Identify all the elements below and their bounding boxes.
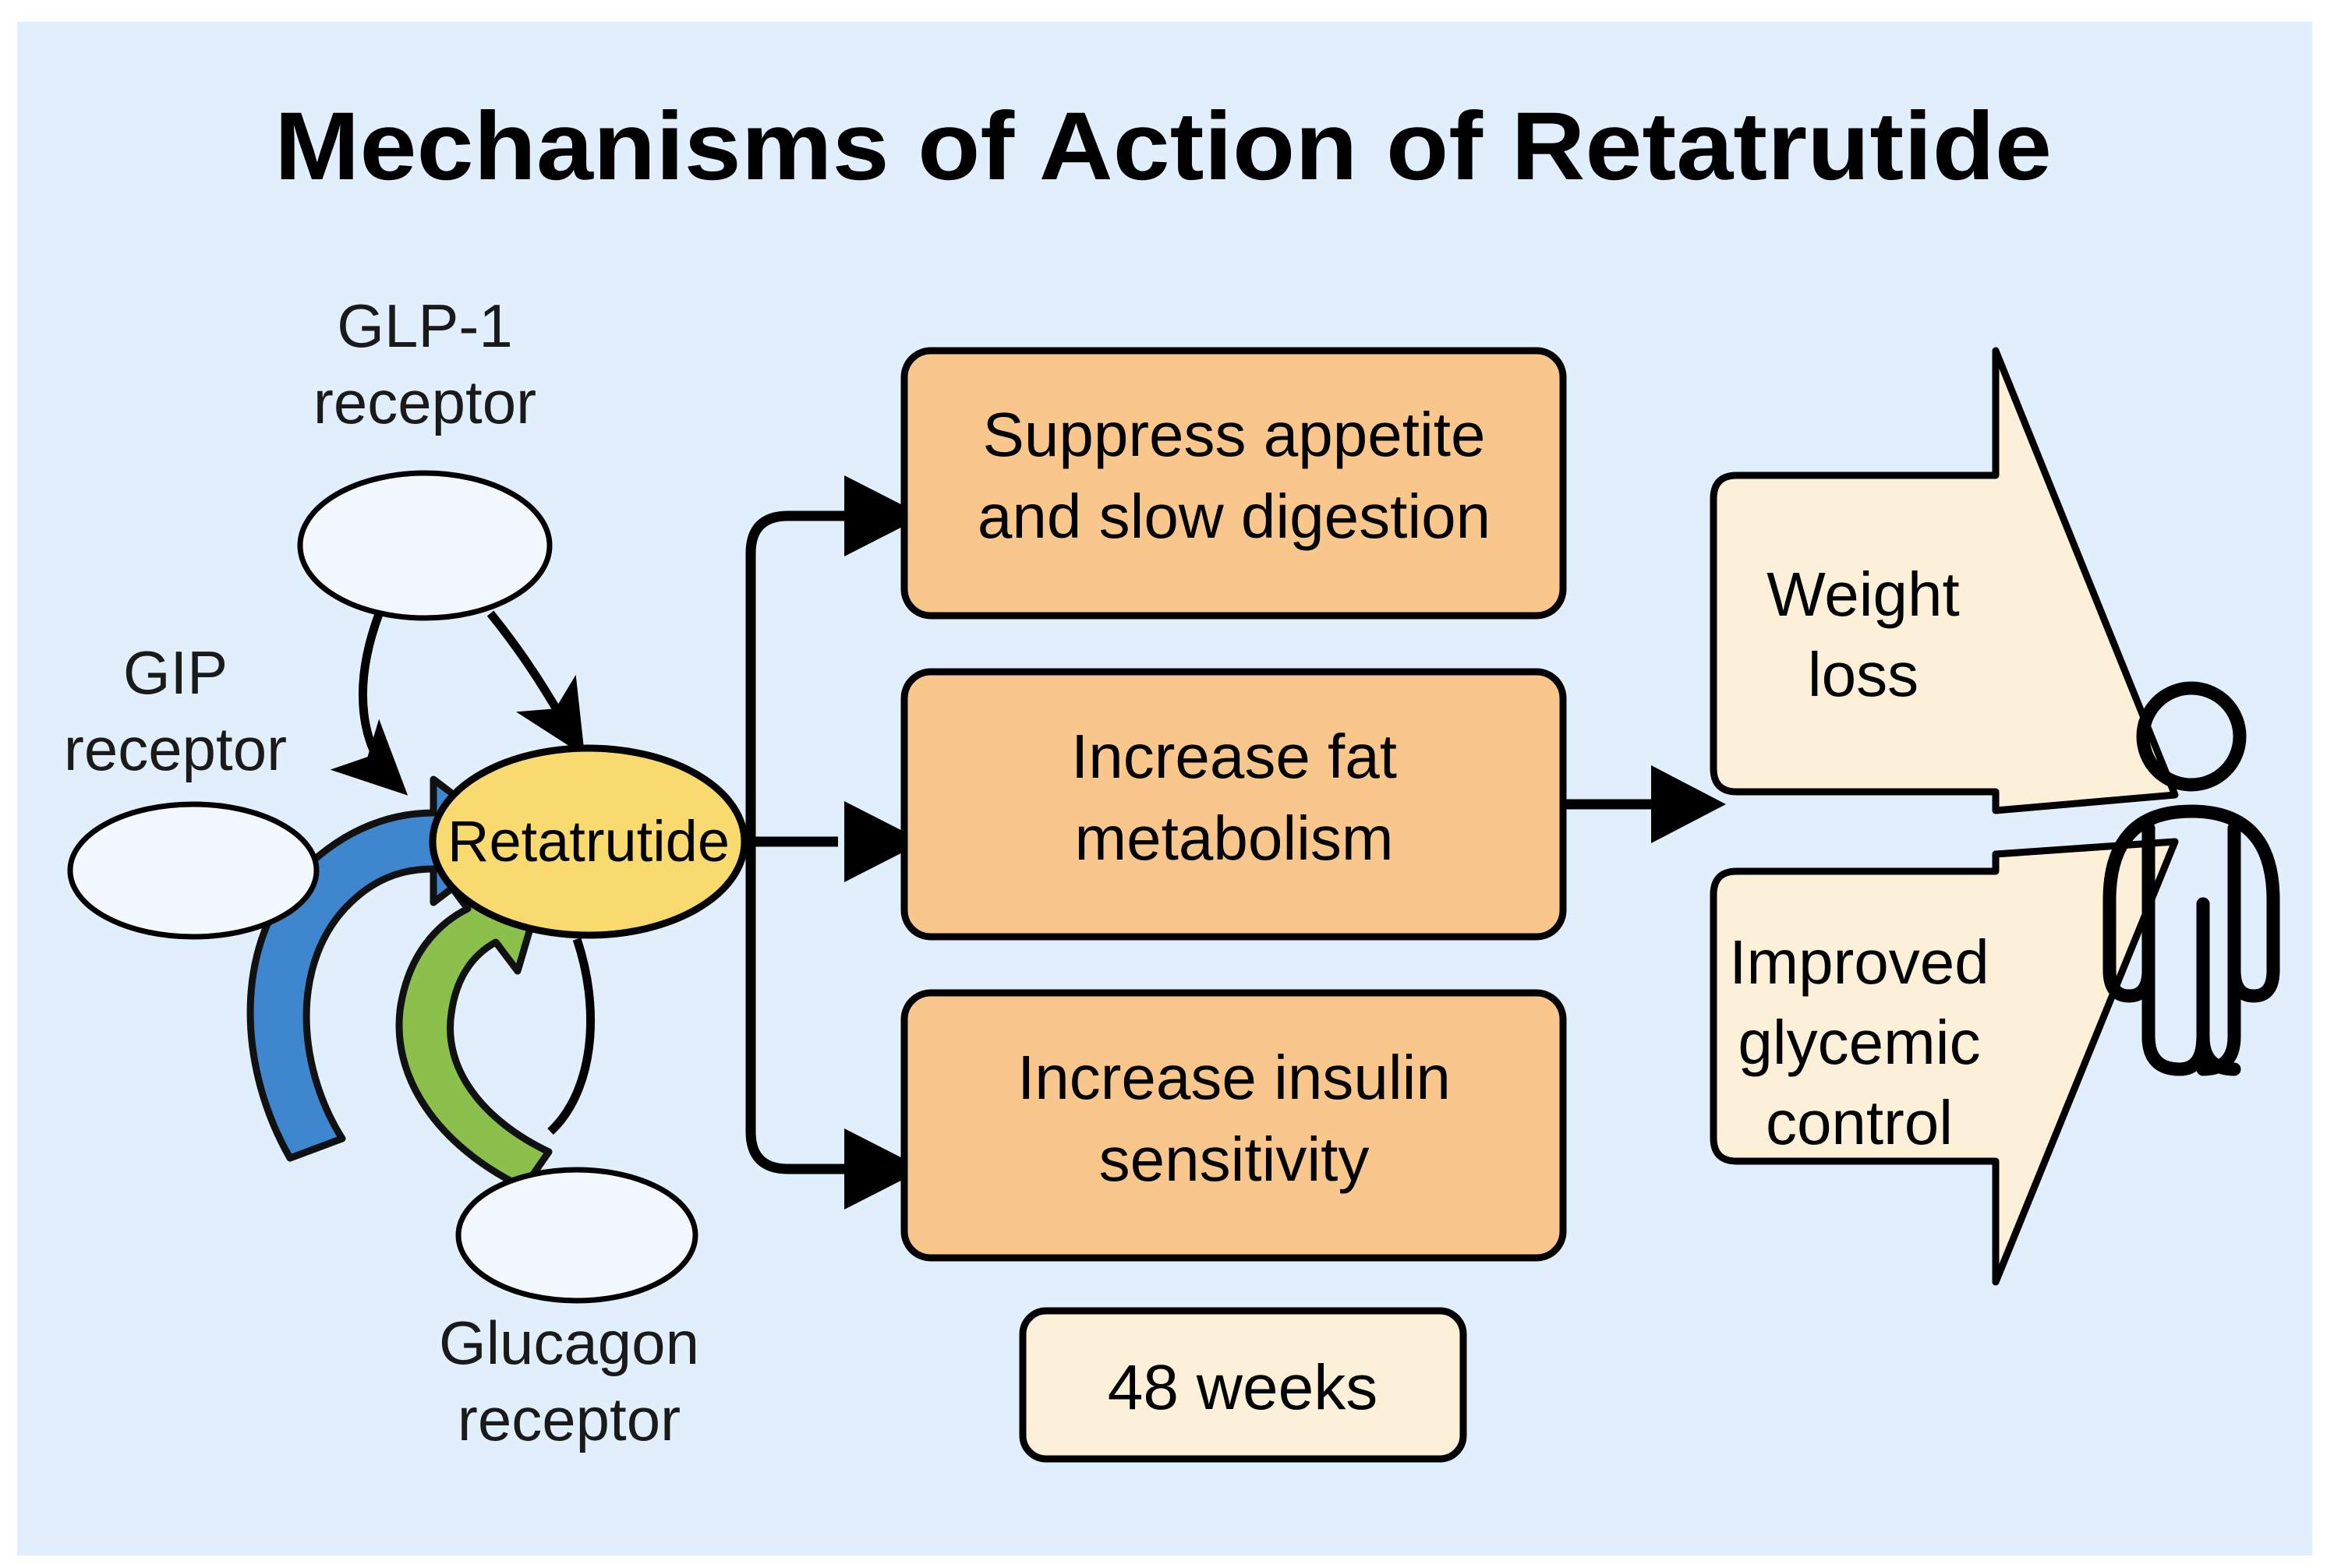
outcome-glycemic-line2: glycemic <box>1738 1008 1980 1077</box>
effect-box-appetite-line1: Suppress appetite <box>983 400 1486 469</box>
flow-arrowhead-top <box>844 475 924 556</box>
person-icon-body <box>2102 804 2280 1003</box>
person-icon-left-leg <box>2141 821 2210 1076</box>
flow-arrowhead-outcomes <box>1651 765 1726 843</box>
outcome-weight-loss-line2: loss <box>1808 640 1919 709</box>
outcome-arrow-weight-loss-shape[interactable] <box>1710 347 2179 814</box>
link-retatrutide-to-glucagon <box>547 938 596 1135</box>
outcome-arrow-glycemic-control-shape[interactable] <box>1710 838 2179 1286</box>
outcome-weight-loss-line1: Weight <box>1766 560 1960 629</box>
receptor-label-gip-line1: GIP <box>123 638 228 707</box>
arrow-glp1-to-retatrutide-right <box>486 610 585 757</box>
effect-box-fat[interactable]: Increase fat metabolism <box>900 668 1567 941</box>
outcome-glycemic-line1: Improved <box>1729 927 1989 997</box>
effect-box-insulin-line1: Increase insulin <box>1017 1043 1451 1112</box>
outcome-glycemic-line3: control <box>1766 1088 1953 1157</box>
flow-arrowhead-middle <box>844 801 924 882</box>
duration-box-label: 48 weeks <box>1108 1352 1377 1423</box>
flow-connectors-fanout <box>744 475 924 1210</box>
central-node-retatrutide[interactable]: Retatrutide <box>429 744 748 939</box>
outcome-arrow-weight-loss[interactable]: Weight loss <box>1710 347 2179 814</box>
effect-box-appetite-shape[interactable] <box>900 347 1567 620</box>
person-icon <box>2102 681 2280 1076</box>
receptor-node-glucagon[interactable]: Glucagon receptor <box>439 1167 699 1453</box>
arrow-glp1-to-retatrutide-left <box>330 613 408 796</box>
effect-box-insulin[interactable]: Increase insulin sensitivity <box>900 989 1567 1262</box>
effect-box-fat-line1: Increase fat <box>1071 722 1397 791</box>
person-icon-right-leg <box>2196 821 2241 1076</box>
receptor-ellipse-glucagon[interactable] <box>455 1167 698 1304</box>
retatrutide-label: Retatrutide <box>447 809 730 874</box>
effect-box-insulin-shape[interactable] <box>900 989 1567 1262</box>
effect-box-appetite[interactable]: Suppress appetite and slow digestion <box>900 347 1567 620</box>
effect-box-fat-line2: metabolism <box>1074 803 1393 873</box>
person-icon-head <box>2136 681 2247 792</box>
receptor-node-gip[interactable]: GIP receptor <box>64 638 287 783</box>
receptor-label-glucagon-line1: Glucagon <box>439 1308 699 1377</box>
flow-arrowhead-bottom <box>844 1128 924 1210</box>
receptor-label-glp1-line1: GLP-1 <box>337 291 512 360</box>
receptor-ellipse-glp1[interactable] <box>297 470 553 621</box>
flow-connector-to-outcomes <box>1563 765 1726 843</box>
receptor-node-glp1[interactable]: GLP-1 receptor <box>297 291 553 621</box>
duration-box-shape[interactable] <box>1019 1307 1467 1463</box>
receptor-label-glp1-line2: receptor <box>313 368 536 436</box>
receptor-label-glucagon-line2: receptor <box>458 1385 681 1453</box>
receptor-label-gip-line2: receptor <box>64 715 287 783</box>
outcome-arrow-glycemic-control[interactable]: Improved glycemic control <box>1710 838 2179 1286</box>
effect-box-appetite-line2: and slow digestion <box>978 482 1491 551</box>
duration-box[interactable]: 48 weeks <box>1019 1307 1467 1463</box>
effect-box-insulin-line2: sensitivity <box>1099 1125 1370 1194</box>
page-title: Mechanisms of Action of Retatrutide <box>274 93 2052 200</box>
receptor-ellipse-gip[interactable] <box>67 801 320 940</box>
